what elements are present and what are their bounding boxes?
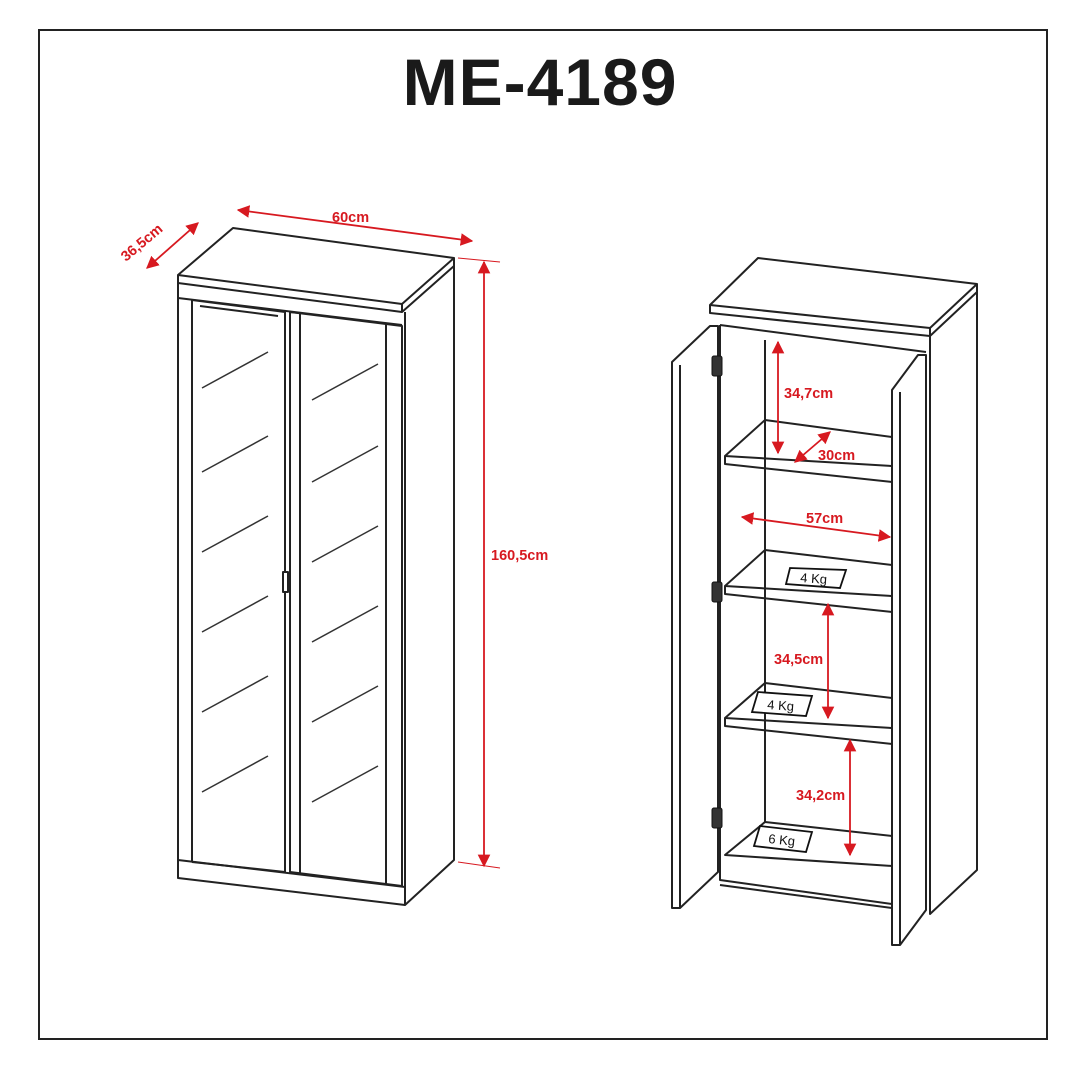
- open-dimensions: [740, 340, 892, 857]
- height-label: 160,5cm: [491, 548, 548, 564]
- load-badges: [750, 567, 848, 853]
- shelf-depth-label: 30cm: [818, 448, 855, 464]
- bottom-gap-label: 34,2cm: [796, 788, 845, 804]
- width-label: 60cm: [332, 210, 369, 226]
- drawing-frame: [38, 29, 1048, 1040]
- inner-width-label: 57cm: [806, 511, 843, 527]
- closed-dimensions: [146, 205, 501, 869]
- hinges: [711, 355, 723, 829]
- bottom-load: 6 Kg: [768, 831, 796, 849]
- product-title: ME-4189: [402, 45, 678, 119]
- open-cabinet: [671, 257, 978, 946]
- shelf-1-load: 4 Kg: [800, 570, 828, 587]
- middle-gap-label: 34,5cm: [774, 652, 823, 668]
- top-gap-label: 34,7cm: [784, 386, 833, 402]
- shelf-2-load: 4 Kg: [767, 697, 795, 714]
- glass-reflections: [201, 351, 379, 803]
- closed-cabinet: [177, 227, 455, 906]
